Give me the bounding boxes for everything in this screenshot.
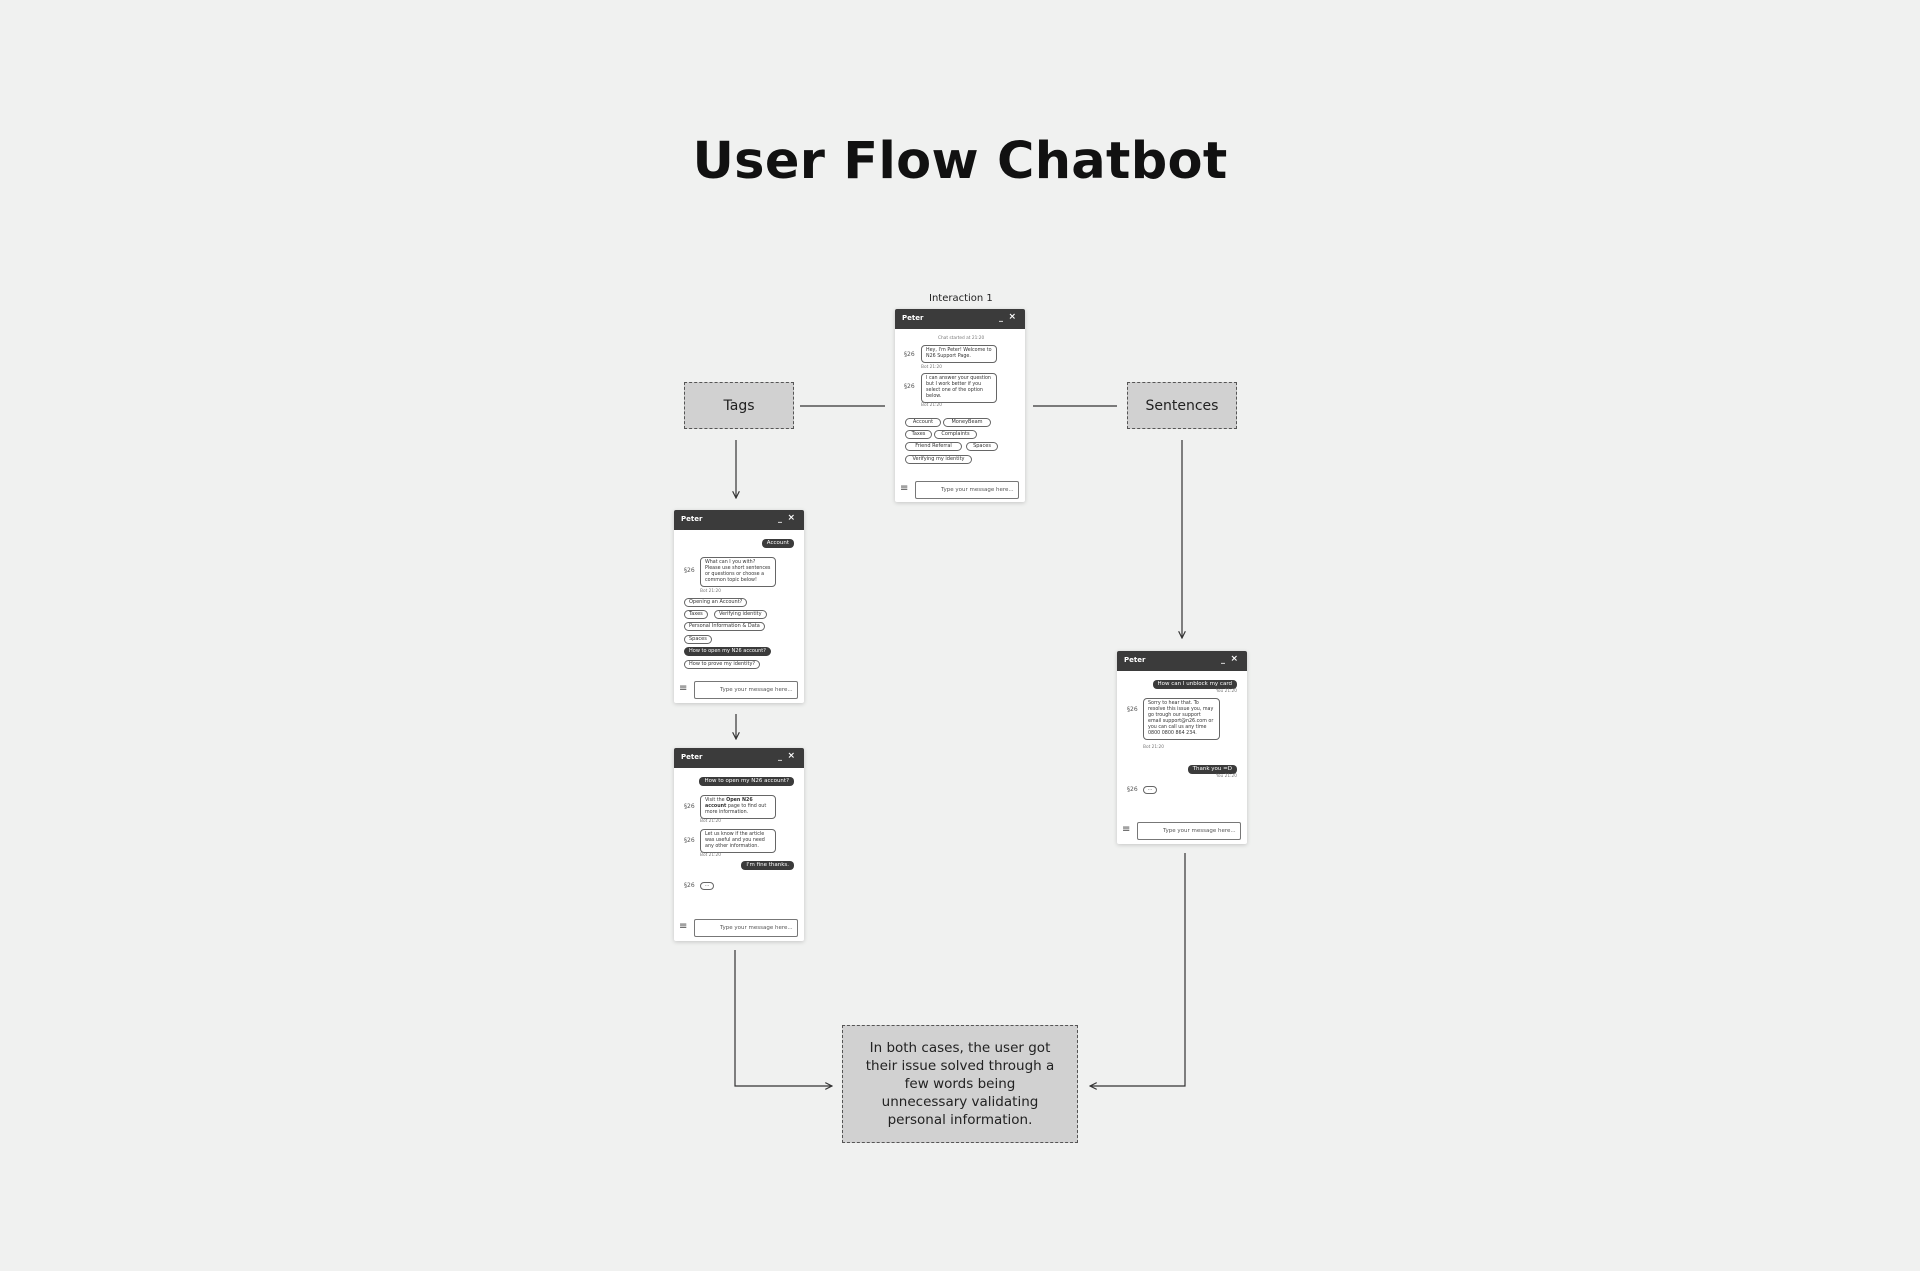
message-input[interactable]: Type your message here... xyxy=(694,681,798,699)
bot-message: Sorry to hear that. To resolve this issu… xyxy=(1143,698,1220,740)
close-icon[interactable]: × xyxy=(787,751,795,761)
message-time: Bot 21:20 xyxy=(700,589,722,594)
bot-logo-icon: §26 xyxy=(684,837,695,844)
menu-icon[interactable]: ≡ xyxy=(1122,824,1131,835)
topic-chip-complaints[interactable]: Complaints xyxy=(934,430,977,439)
minimize-icon[interactable]: _ xyxy=(778,514,782,523)
chat-header: Peter _ × xyxy=(895,309,1025,329)
topic-chip-spaces[interactable]: Spaces xyxy=(684,635,712,644)
message-time: You 21:20 xyxy=(1215,689,1237,694)
close-icon[interactable]: × xyxy=(1008,312,1016,322)
user-message: How can I unblock my card xyxy=(1152,680,1237,689)
topic-chip-spaces[interactable]: Spaces xyxy=(966,442,998,451)
diagram-title: User Flow Chatbot xyxy=(692,132,1228,191)
tags-to-conclusion-arrow xyxy=(734,950,832,1086)
chat-window-interaction-1: Peter _ × Chat started at 21:20 §26 Hey,… xyxy=(895,309,1025,502)
open-account-link[interactable]: Open N26 account xyxy=(705,798,753,809)
typing-indicator: ... xyxy=(700,882,714,890)
message-time: You 21:20 xyxy=(1215,774,1237,779)
bot-message: What can I you with? Please use short se… xyxy=(700,557,776,587)
message-time: Bot 21:20 xyxy=(1143,745,1165,750)
bot-message: Visit the Open N26 account page to find … xyxy=(700,795,776,819)
bot-logo-icon: §26 xyxy=(684,803,695,810)
topic-chip-moneybeam[interactable]: MoneyBeam xyxy=(943,418,991,427)
message-text: page to find out more information. xyxy=(705,804,767,815)
bot-logo-icon: §26 xyxy=(904,383,915,390)
user-message: How to open my N26 account? xyxy=(699,777,794,786)
user-message: Thank you =D xyxy=(1187,765,1237,774)
message-input[interactable]: Type your message here... xyxy=(694,919,798,937)
agent-name: Peter xyxy=(681,753,703,761)
topic-chip-verifying-identity[interactable]: Verifying identity xyxy=(714,610,767,619)
bot-logo-icon: §26 xyxy=(684,882,695,889)
topic-chip-opening-account[interactable]: Opening an Account? xyxy=(684,598,748,607)
topic-chip-taxes[interactable]: Taxes xyxy=(684,610,708,619)
agent-name: Peter xyxy=(681,515,703,523)
topic-chip-prove-identity[interactable]: How to prove my identity? xyxy=(684,660,761,669)
menu-icon[interactable]: ≡ xyxy=(679,921,688,932)
agent-name: Peter xyxy=(1124,656,1146,664)
tags-box: Tags xyxy=(684,382,794,429)
user-message: Account xyxy=(761,539,794,548)
message-time: Bot 21:20 xyxy=(700,853,722,858)
bot-message: I can answer your question but I work be… xyxy=(921,373,997,403)
chat-window-sentences: Peter _ × How can I unblock my card You … xyxy=(1117,651,1247,844)
topic-chip-verifying-identity[interactable]: Verifying my identity xyxy=(905,455,972,464)
sentences-box: Sentences xyxy=(1127,382,1237,429)
minimize-icon[interactable]: _ xyxy=(999,313,1003,322)
topic-chip-friend-referral[interactable]: Friend Referral xyxy=(905,442,962,451)
message-time: Bot 21:20 xyxy=(921,365,943,370)
chat-header: Peter _ × xyxy=(674,510,804,530)
conclusion-box: In both cases, the user got their issue … xyxy=(842,1025,1078,1143)
bot-logo-icon: §26 xyxy=(684,567,695,574)
chat-header: Peter _ × xyxy=(1117,651,1247,671)
user-message: I'm fine thanks. xyxy=(741,861,794,870)
topic-chip-open-account-selected[interactable]: How to open my N26 account? xyxy=(684,647,771,656)
bot-message: Let us know if the article was useful an… xyxy=(700,829,776,853)
bot-message: Hey, I'm Peter! Welcome to N26 Support P… xyxy=(921,345,997,363)
interaction-caption: Interaction 1 xyxy=(929,293,993,304)
agent-name: Peter xyxy=(902,314,924,322)
menu-icon[interactable]: ≡ xyxy=(900,483,909,494)
minimize-icon[interactable]: _ xyxy=(778,752,782,761)
chat-window-tags-step-1: Peter _ × Account §26 What can I you wit… xyxy=(674,510,804,703)
chat-started-label: Chat started at 21:20 xyxy=(938,336,985,341)
typing-indicator: ... xyxy=(1143,786,1157,794)
bot-logo-icon: §26 xyxy=(904,351,915,358)
menu-icon[interactable]: ≡ xyxy=(679,683,688,694)
topic-chip-account[interactable]: Account xyxy=(905,418,941,427)
topic-chip-personal-information[interactable]: Personal Information & Data xyxy=(684,622,765,631)
message-input[interactable]: Type your message here... xyxy=(1137,822,1241,840)
message-text: Visit the xyxy=(705,798,727,803)
chat-window-tags-step-2: Peter _ × How to open my N26 account? §2… xyxy=(674,748,804,941)
message-time: Bot 21:20 xyxy=(700,819,722,824)
message-time: Bot 21:20 xyxy=(921,403,943,408)
topic-chip-taxes[interactable]: Taxes xyxy=(905,430,932,439)
close-icon[interactable]: × xyxy=(787,513,795,523)
bot-logo-icon: §26 xyxy=(1127,706,1138,713)
close-icon[interactable]: × xyxy=(1230,654,1238,664)
chat-header: Peter _ × xyxy=(674,748,804,768)
minimize-icon[interactable]: _ xyxy=(1221,655,1225,664)
sentences-to-conclusion-arrow xyxy=(1090,853,1186,1086)
bot-logo-icon: §26 xyxy=(1127,786,1138,793)
message-input[interactable]: Type your message here... xyxy=(915,481,1019,499)
